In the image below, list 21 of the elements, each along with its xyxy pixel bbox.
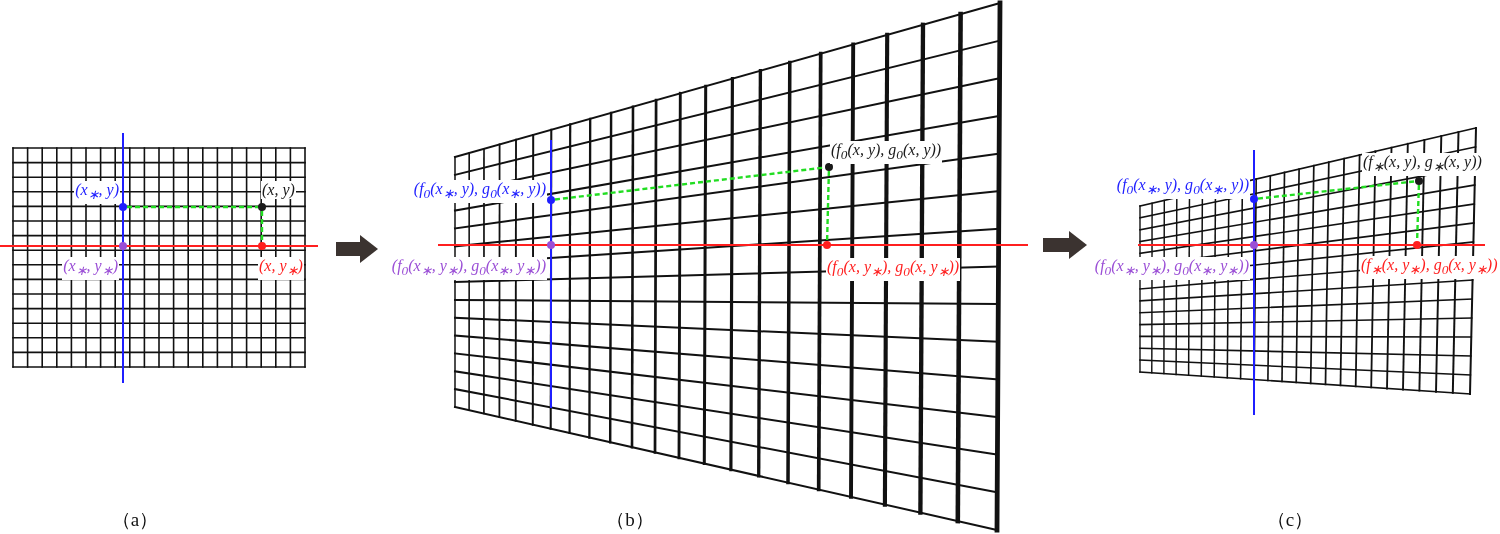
point-label: (f$_{∗}$(x, y), g$_{∗}$(x, y)) — [1362, 153, 1483, 177]
point-label: (f$_{∗}$(x, y$_{∗}$), g$_{0}$(x, y$_{∗}$)) — [1360, 256, 1499, 280]
point-label: (x, y) — [261, 181, 296, 199]
point-label: (x$_{∗}$, y) — [74, 181, 120, 205]
dashed-line — [127, 205, 258, 209]
point-label: (x, y$_{∗}$) — [258, 257, 304, 281]
point-label: (f$_{0}$(x$_{∗}$, y), g$_{0}$(x$_{∗}$, y)) — [1115, 176, 1250, 200]
panel-caption: （b） — [606, 509, 654, 531]
dashed-line — [825, 170, 831, 242]
point-label: (f$_{0}$(x$_{∗}$, y), g$_{0}$(x$_{∗}$, y)) — [412, 180, 547, 204]
panel-caption: （a） — [111, 509, 159, 531]
point-label: (f$_{0}$(x, y), g$_{0}$(x, y)) — [830, 141, 943, 165]
dashed-line — [260, 211, 264, 242]
point-label: (f$_{0}$(x$_{∗}$, y$_{∗}$), g$_{0}$(x$_{∗}$, y$_{∗}$)) — [1093, 257, 1250, 281]
panel-caption: （c） — [1266, 509, 1314, 531]
block-arrow — [1043, 231, 1087, 259]
point-label: (x$_{∗}$, y$_{∗}$) — [62, 257, 119, 281]
block-arrow — [336, 235, 378, 263]
dashed-line — [1257, 180, 1416, 200]
point-label: (f$_{0}$(x$_{∗}$, y$_{∗}$), g$_{0}$(x$_{∗}$, y$_{∗}$)) — [390, 257, 547, 281]
point-label: (f$_{0}$(x, y$_{∗}$), g$_{0}$(x, y$_{∗}$)) — [826, 258, 961, 282]
